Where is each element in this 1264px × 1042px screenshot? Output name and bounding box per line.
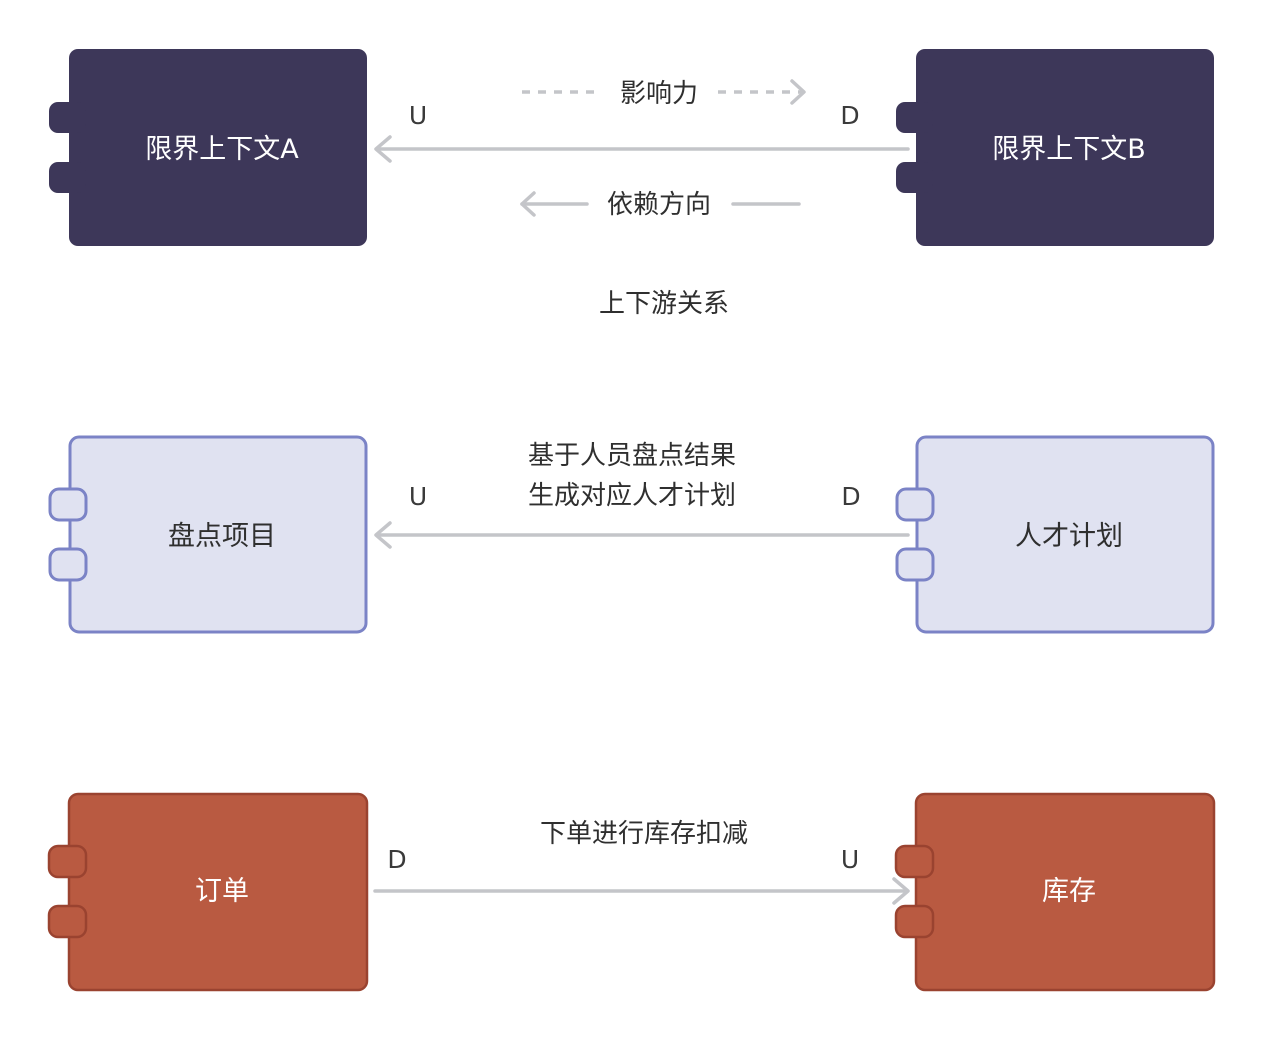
upstream-downstream-arrow xyxy=(374,135,910,163)
inventory-project-label: 盘点项目 xyxy=(168,521,276,552)
talent-plan-dependency-arrow xyxy=(374,521,910,549)
row2-label-line1: 基于人员盘点结果 xyxy=(527,441,737,471)
dependency-arrow xyxy=(520,191,801,217)
row3-upstream-marker: U xyxy=(840,845,860,874)
upstream-downstream-caption: 上下游关系 xyxy=(598,289,730,319)
context-a-label: 限界上下文A xyxy=(145,134,299,165)
row2-downstream-marker: D xyxy=(841,482,861,511)
row2-label-line2: 生成对应人才计划 xyxy=(527,481,737,511)
influence-label: 影响力 xyxy=(619,79,699,109)
influence-arrow xyxy=(522,79,806,105)
box-inventory-project xyxy=(48,435,368,634)
box-talent-plan xyxy=(895,435,1215,634)
row3-label: 下单进行库存扣减 xyxy=(539,819,749,849)
order-label: 订单 xyxy=(195,876,249,907)
row2-upstream-marker: U xyxy=(408,482,428,511)
box-context-a xyxy=(49,49,367,246)
stock-label: 库存 xyxy=(1042,876,1096,907)
box-context-b xyxy=(896,49,1214,246)
talent-plan-label: 人才计划 xyxy=(1015,521,1123,552)
box-stock xyxy=(894,792,1216,992)
row3-downstream-marker: D xyxy=(387,845,407,874)
dependency-label: 依赖方向 xyxy=(606,190,712,220)
order-stock-arrow xyxy=(373,877,910,905)
box-order xyxy=(47,792,369,992)
row1-downstream-marker: D xyxy=(840,101,860,130)
context-b-label: 限界上下文B xyxy=(992,134,1146,165)
row1-upstream-marker: U xyxy=(408,101,428,130)
